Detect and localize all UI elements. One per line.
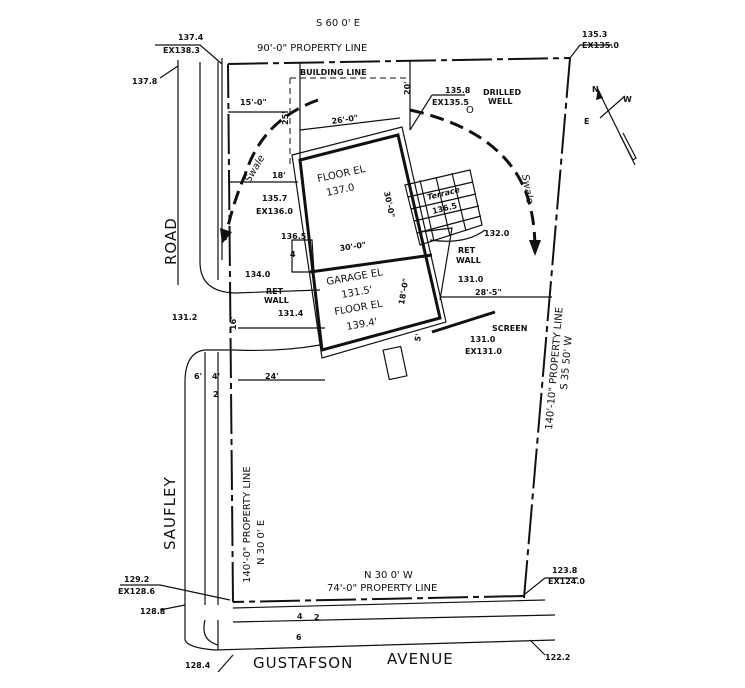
garage-el-label: GARAGE EL <box>326 267 384 288</box>
dim: 4' <box>212 372 220 381</box>
dim: 30'-0" <box>339 240 367 253</box>
compass-w: W <box>623 95 632 104</box>
north-bearing: S 60 0' E <box>316 18 360 29</box>
building-line-label: BUILDING LINE <box>300 68 367 77</box>
property-boundary <box>227 57 571 603</box>
elev: 135.3 <box>582 30 607 39</box>
dim: 24' <box>265 372 279 381</box>
elev: 128.8 <box>140 607 166 616</box>
elev: 137.8 <box>132 77 158 86</box>
dim: 6' <box>194 372 202 381</box>
compass-e: E <box>584 117 589 126</box>
dim: 15'-0" <box>240 98 267 107</box>
dim: 30'-0" <box>382 191 396 219</box>
septic-box <box>382 345 408 381</box>
elev: 131.4 <box>278 309 304 318</box>
south-bearing: N 30 0' W <box>364 570 413 581</box>
gustafson-label: GUSTAFSON <box>253 654 353 672</box>
well-symbol: O <box>466 105 474 116</box>
dim: 6 <box>296 633 302 642</box>
screen-wall <box>431 310 496 334</box>
elev: EX136.0 <box>256 207 293 216</box>
north-arrow: N E W <box>584 85 637 166</box>
compass-n: N <box>592 85 599 94</box>
elev: 122.2 <box>545 653 570 662</box>
south-property-line: 74'-0" PROPERTY LINE <box>327 583 437 594</box>
dim: 2 <box>314 613 320 622</box>
ret-wall-label: RET <box>266 287 284 296</box>
swale-label: Swale <box>519 174 535 205</box>
dim: 28'-5" <box>475 288 502 297</box>
swale-arrow-left <box>220 228 232 244</box>
dim: 18'-0" <box>397 278 410 306</box>
elev: 135.8 <box>445 86 471 95</box>
dim: 4 <box>290 250 296 259</box>
ret-wall-label: RET <box>458 246 476 255</box>
elev: EX128.6 <box>118 587 155 596</box>
floor-el-label: FLOOR EL <box>334 299 384 318</box>
elev: 131.0 <box>458 275 484 284</box>
elev: 128.4 <box>185 661 211 670</box>
dim: 25' <box>281 111 290 125</box>
road-curbs <box>177 58 556 651</box>
road-label: ROAD <box>162 217 180 265</box>
screen-label: SCREEN <box>492 324 527 333</box>
dim: 26'-0" <box>331 113 359 126</box>
elev: EX131.0 <box>465 347 502 356</box>
swale-right <box>409 108 537 251</box>
elev: 135.7 <box>262 194 287 203</box>
dim: 4 <box>297 612 303 621</box>
house-footprint <box>291 126 453 359</box>
floor-el-value: 137.0 <box>325 182 355 199</box>
elev: EX135.5 <box>432 98 469 107</box>
ret-wall-label: WALL <box>456 256 481 265</box>
swale-label: Swale <box>243 153 267 184</box>
north-property-line: 90'-0" PROPERTY LINE <box>257 43 367 54</box>
west-bearing: N 30 0' E <box>256 520 267 565</box>
elev: EX124.0 <box>548 577 585 586</box>
elev: 136.5 <box>281 232 307 241</box>
terrace <box>404 169 486 246</box>
dim: 20' <box>403 81 412 95</box>
elev: 129.2 <box>124 575 149 584</box>
swale-left <box>223 98 319 241</box>
well-label: DRILLED <box>483 88 521 97</box>
east-bearing: S 35 50' W <box>559 335 575 390</box>
well-label: WELL <box>488 97 512 106</box>
floor-el-value: 139.4' <box>346 317 379 333</box>
elev: EX138.3 <box>163 46 200 55</box>
elev: 137.4 <box>178 33 204 42</box>
building-line <box>289 77 410 165</box>
saufley-label: SAUFLEY <box>161 476 179 550</box>
west-property-line: 140'-0" PROPERTY LINE <box>242 466 253 583</box>
elev: 132.0 <box>484 229 510 238</box>
elev: 123.8 <box>552 566 578 575</box>
dim: 18' <box>272 171 286 180</box>
elev: EX135.0 <box>582 41 619 50</box>
terrace-label: Terrace <box>426 185 461 202</box>
dim: 5' <box>413 333 423 342</box>
swale-arrow-right <box>529 240 541 256</box>
elev: 131.0 <box>470 335 496 344</box>
floor-el-label: FLOOR EL <box>316 164 366 185</box>
avenue-label: AVENUE <box>387 650 454 668</box>
ret-wall-label: WALL <box>264 296 289 305</box>
elev: 134.0 <box>245 270 271 279</box>
garage-el-value: 131.5' <box>341 285 374 301</box>
dim: 2 <box>213 390 219 399</box>
elev: 131.2 <box>172 313 197 322</box>
dim: 16' <box>229 316 238 330</box>
